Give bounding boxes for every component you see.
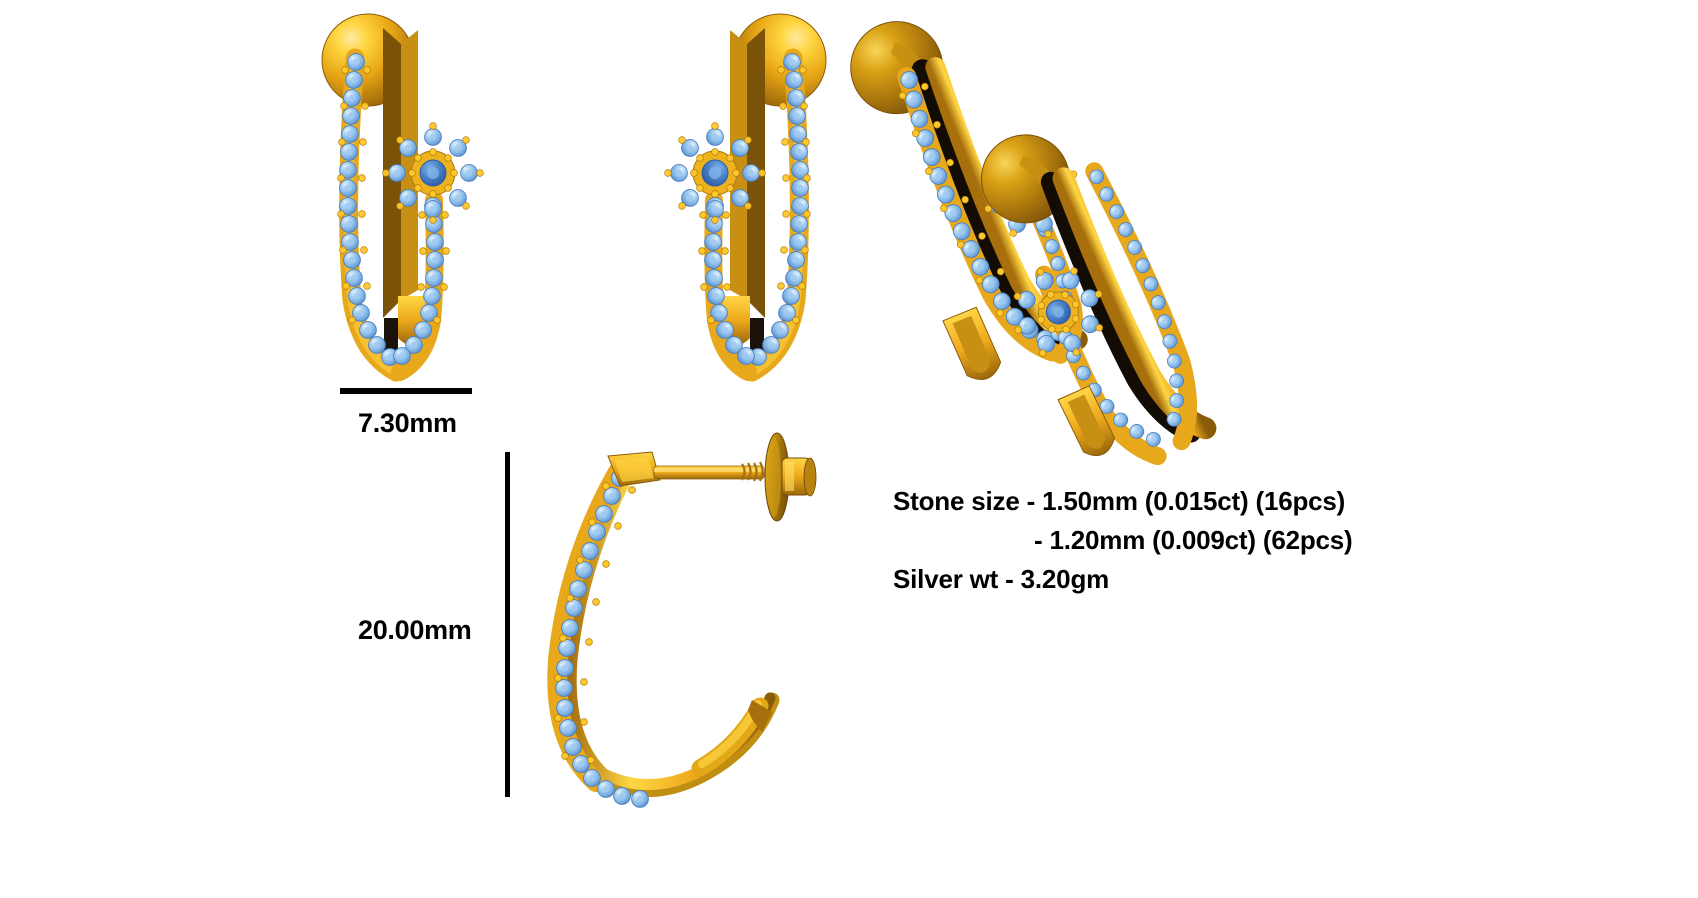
pave-arm-angled-right-outer xyxy=(1085,162,1198,451)
width-dimension-label: 7.30mm xyxy=(358,408,457,438)
width-dimension-rule xyxy=(340,388,472,394)
pave-arm-outer-left xyxy=(337,48,406,382)
spec-stone-size-secondary: - 1.20mm (0.009ct) (62pcs) xyxy=(1034,525,1353,555)
view-angled-right-earring xyxy=(980,134,1217,466)
pave-arm-angled-left-outer xyxy=(897,67,1063,362)
spec-stone-size-primary: Stone size - 1.50mm (0.015ct) (16pcs) xyxy=(893,486,1346,516)
flower-cluster-front-left xyxy=(382,122,484,224)
view-front-right-earring xyxy=(664,13,827,382)
pave-arm-outer-right xyxy=(742,48,811,382)
pave-channel-side xyxy=(547,462,649,808)
flower-cluster-angled-right xyxy=(1012,266,1105,358)
view-side-single-earring xyxy=(547,432,817,808)
flower-cluster-front-right xyxy=(664,122,766,224)
view-front-left-earring xyxy=(321,13,484,382)
pave-arm-inner-left xyxy=(391,191,450,381)
height-dimension-rule xyxy=(505,452,510,797)
spec-silver-weight: Silver wt - 3.20gm xyxy=(893,564,1110,594)
height-dimension-label: 20.00mm xyxy=(358,615,472,645)
specification-block: Stone size - 1.50mm (0.015ct) (16pcs) - … xyxy=(893,482,1353,599)
pave-arm-inner-right xyxy=(698,191,757,381)
